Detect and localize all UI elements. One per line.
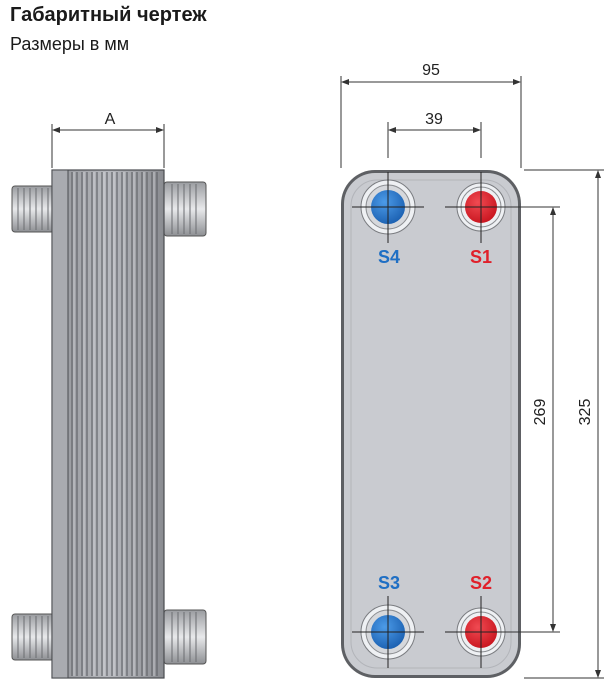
page-subtitle: Размеры в мм [10,34,130,54]
dimension-a: A [51,111,165,168]
plate-stack [51,169,165,679]
port-s3-label: S3 [378,573,400,593]
port-s4 [352,172,424,243]
right-connector-top [163,181,207,237]
dimension-325: 325 [524,169,604,679]
dimension-95-label: 95 [422,62,440,79]
port-s1-label: S1 [470,247,492,267]
dimension-269-label: 269 [532,399,549,426]
dimension-325-label: 325 [577,399,594,426]
left-connector-bottom [11,613,55,661]
dimension-a-label: A [105,111,116,128]
page-title: Габаритный чертеж [10,4,207,26]
dimension-95: 95 [340,62,522,168]
dimension-39-label: 39 [425,111,443,128]
front-view: 95 39 [340,62,604,679]
left-connector-top [11,185,55,233]
port-s2-label: S2 [470,573,492,593]
port-s4-label: S4 [378,247,400,267]
side-view: A [11,111,207,679]
port-s1 [445,172,517,243]
plate-front [341,170,521,678]
right-connector-bottom [163,609,207,665]
dimension-269: 269 [500,206,560,633]
port-s2 [445,596,517,668]
dimension-39: 39 [387,111,482,158]
port-s3 [352,596,424,668]
